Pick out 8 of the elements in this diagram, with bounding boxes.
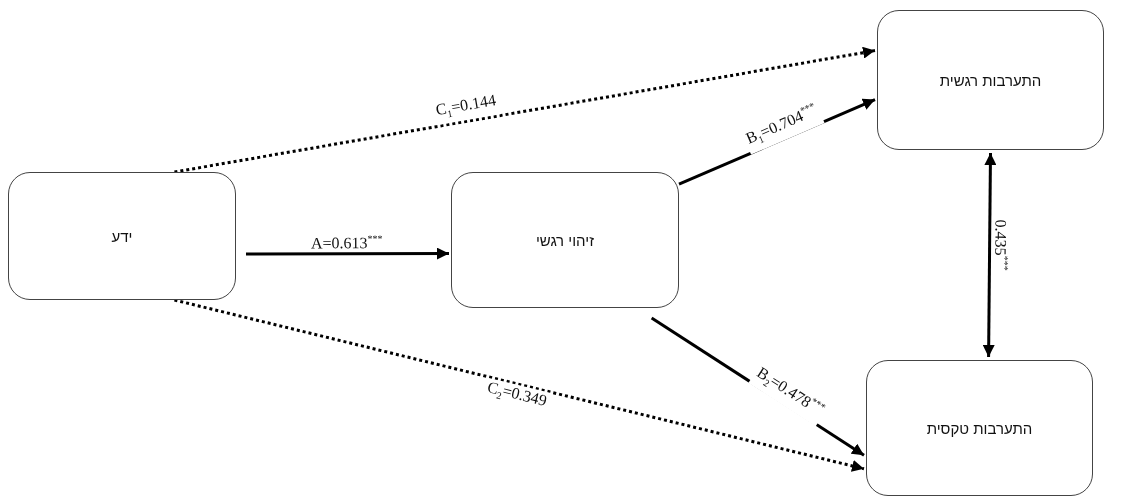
- arrow: [174, 298, 865, 472]
- arrow: [982, 153, 997, 357]
- rounded-box: זיהוי רגשי: [451, 172, 679, 308]
- arrow: [174, 46, 876, 174]
- rounded-box: התערבות רגשית: [877, 10, 1104, 150]
- arrow: [246, 247, 449, 260]
- rounded-box: התערבות טקסית: [866, 360, 1093, 496]
- rounded-box: ידע: [8, 172, 236, 300]
